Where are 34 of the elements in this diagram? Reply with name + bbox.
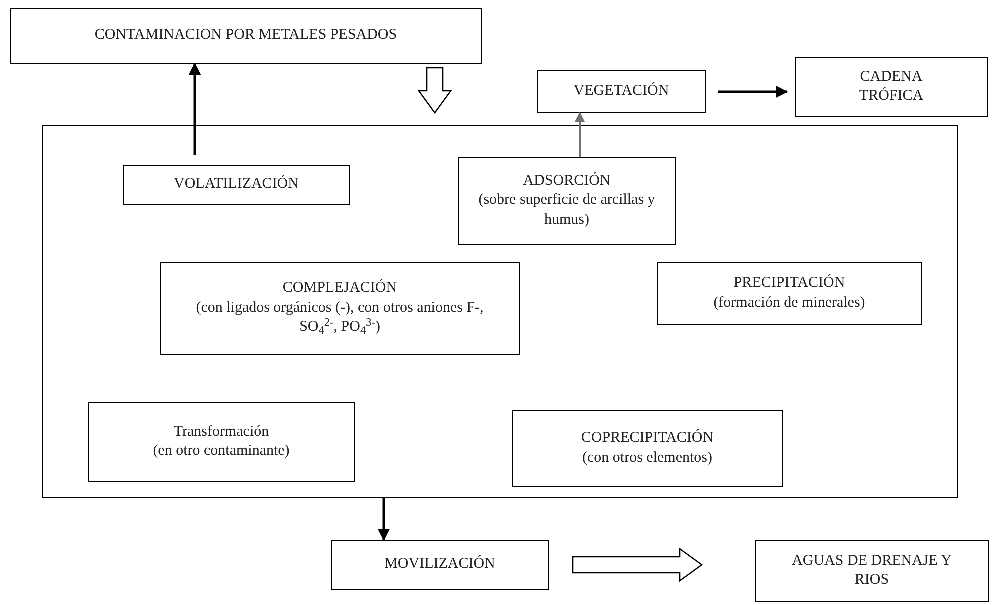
process-box	[458, 157, 676, 245]
block-arrow	[572, 548, 704, 582]
box-title: Transformación	[174, 422, 270, 442]
box-title: VOLATILIZACIÓN	[174, 175, 299, 194]
process-box	[88, 402, 355, 482]
box-title: CADENA TRÓFICA	[858, 68, 925, 106]
arrow	[575, 112, 585, 157]
box-description: (en otro contaminante)	[153, 442, 290, 461]
block-arrow	[418, 67, 452, 114]
box-title: AGUAS DE DRENAJE Y RIOS	[791, 552, 953, 590]
process-box	[755, 540, 989, 602]
process-box	[160, 262, 520, 355]
box-description: (con otros elementos)	[582, 448, 712, 468]
box-description: (sobre superficie de arcillas y humus)	[478, 191, 656, 230]
process-box	[123, 165, 350, 205]
arrow	[718, 86, 788, 98]
box-title: CONTAMINACION POR METALES PESADOS	[94, 26, 398, 46]
process-box	[537, 70, 706, 113]
process-box	[10, 8, 482, 64]
box-title: ADSORCIÓN	[523, 172, 611, 191]
box-title: VEGETACIÓN	[574, 82, 670, 101]
box-title: PRECIPITACIÓN	[734, 274, 846, 293]
box-title: COMPLEJACIÓN	[282, 279, 398, 298]
process-box	[795, 57, 988, 117]
arrow	[188, 62, 202, 155]
arrow	[378, 498, 390, 542]
process-box	[331, 540, 549, 590]
process-box	[512, 410, 783, 487]
process-box	[657, 262, 922, 325]
container-box	[42, 125, 958, 498]
box-description: (con ligados orgánicos (-), con otros aniones F-, SO$_{4}$$^{2-}$, PO$_{4}$$^{3-}$)	[195, 298, 485, 338]
box-title: COPRECIPITACIÓN	[581, 429, 714, 448]
box-title: MOVILIZACIÓN	[384, 555, 496, 574]
box-description: (formación de minerales)	[714, 294, 866, 312]
